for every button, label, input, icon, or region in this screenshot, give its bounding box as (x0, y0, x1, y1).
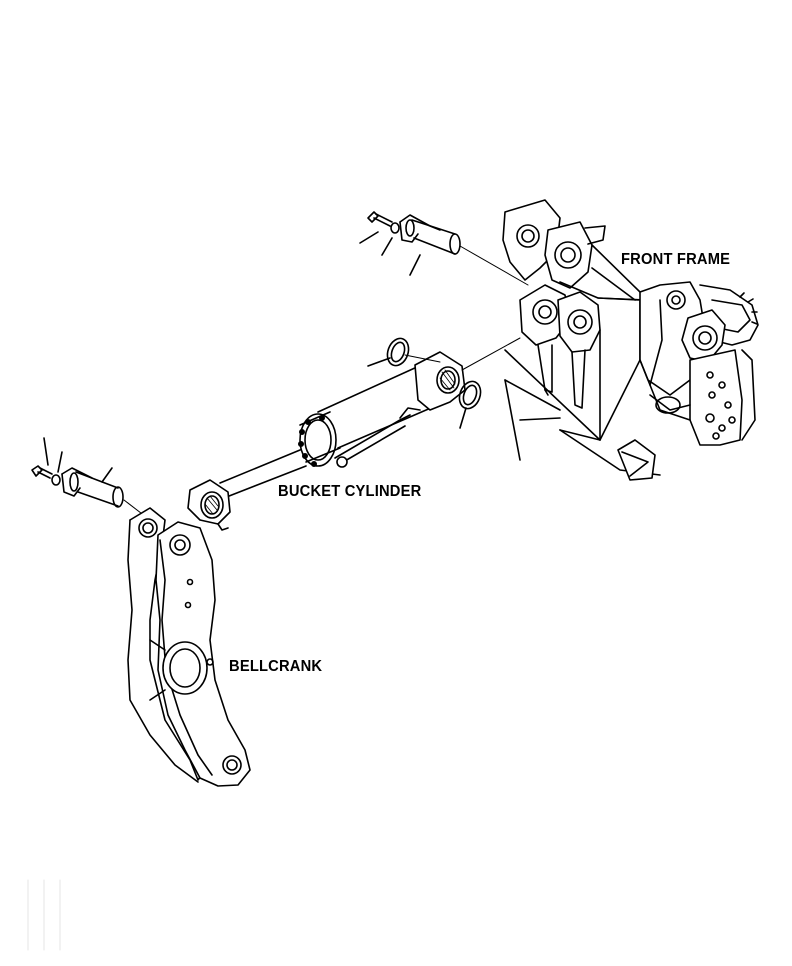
spacer-rings (368, 335, 484, 428)
label-bucket-cylinder: BUCKET CYLINDER (278, 483, 422, 500)
lower-pin-assembly (32, 438, 150, 520)
bellcrank-drawing (128, 508, 250, 786)
bucket-cylinder-drawing (188, 338, 520, 530)
upper-pin-assembly (360, 212, 528, 285)
label-front-frame: FRONT FRAME (621, 251, 731, 268)
front-frame-drawing (503, 200, 758, 480)
label-bellcrank: BELLCRANK (229, 658, 323, 675)
scan-artifact (28, 880, 60, 950)
